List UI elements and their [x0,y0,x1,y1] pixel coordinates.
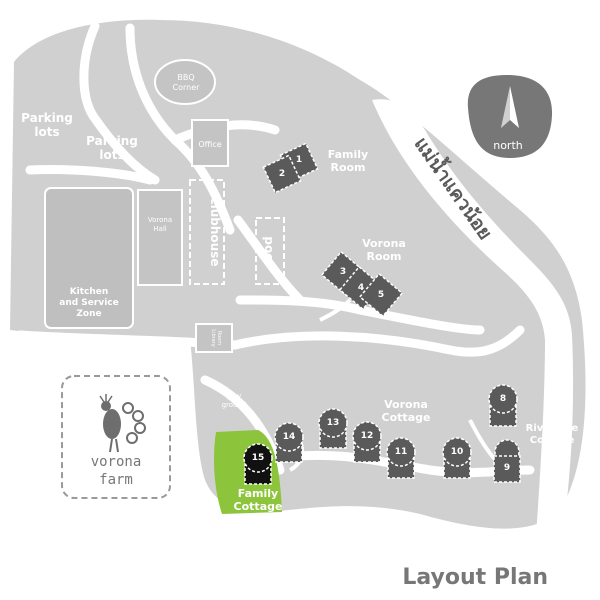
cottage-10: 10 [442,437,472,479]
logo-text-2: farm [99,472,133,488]
peacock-icon [99,394,146,453]
north-arrow-icon [501,86,519,128]
room-2 [262,154,302,194]
svg-text:13: 13 [327,418,340,428]
cottage-13: 13 [318,408,348,449]
room-3-number: 3 [340,267,346,277]
label-north: north [493,139,523,152]
land-area [10,19,586,529]
room-4-number: 4 [358,283,364,293]
pool [255,217,285,285]
svg-text:11: 11 [395,447,408,457]
vorona-hall [137,189,183,286]
label-library: Library [210,329,216,347]
bbq-corner [154,59,216,105]
cottage-12: 12 [352,421,382,463]
cottage-9: 9 [493,439,521,483]
label-riverside-cottage-b: Cottage [530,435,575,446]
vorona-rooms: 3 4 5 [320,250,404,318]
kitchen-service-zone [44,187,134,329]
label-family-room: Family [328,148,368,161]
room-1-number: 1 [296,155,302,165]
label-vorona-room-b: Room [366,250,401,263]
vorona-farm-logo: vorona farm [61,375,171,499]
svg-text:10: 10 [451,447,464,457]
north-compass: north [467,74,553,158]
cottages: 14 13 12 11 10 8 [243,384,521,485]
label-vorona-hall: Vorona [148,216,172,224]
label-riverside-cottage: Riverside [526,423,579,434]
label-playground: play [227,392,242,400]
label-playground-b: ground [222,401,247,409]
svg-text:9: 9 [504,463,510,473]
room-5-number: 5 [378,290,384,300]
label-family-room-b: Room [330,161,365,174]
svg-text:12: 12 [361,431,374,441]
label-parking-lots-1b: lots [34,125,59,139]
cottage-15: 15 [243,443,273,485]
label-pool: pool [262,236,276,265]
cottage-11: 11 [386,437,416,479]
cottage-14: 14 [274,422,304,463]
label-family-cottage: Family [238,487,278,500]
label-parking-lots-1: Parking [21,111,73,125]
logo-text-1: vorona [91,454,142,470]
river-kwai-noi [372,99,574,550]
office [191,119,229,167]
library-room [195,323,233,353]
clubhouse [189,179,225,285]
label-bbq: BBQ [177,73,194,82]
label-clubhouse: clubhouse [208,198,222,267]
label-parking-lots-2: Parking [86,134,138,148]
label-kitchen-c: Zone [76,309,101,319]
label-vorona-room: Vorona [362,237,406,250]
cottage-8: 8 [488,384,518,427]
svg-text:15: 15 [252,453,265,463]
label-bbq-b: Corner [173,83,201,92]
label-library-b: Room [216,331,222,345]
room-5 [358,272,404,318]
label-office: Office [198,140,221,149]
label-kitchen: Kitchen [70,287,109,297]
layout-plan-title: Layout Plan [402,565,548,590]
label-family-cottage-b: Cottage [234,500,283,513]
svg-text:14: 14 [283,432,296,442]
label-vorona-cottage: Vorona [384,398,428,411]
room-2-number: 2 [279,169,285,179]
label-vorona-hall-b: Hall [153,225,166,233]
label-kitchen-b: and Service [59,298,118,308]
family-rooms: 1 2 [262,142,319,194]
svg-text:8: 8 [500,394,506,404]
label-parking-lots-2b: lots [99,148,124,162]
label-vorona-cottage-b: Cottage [382,411,431,424]
